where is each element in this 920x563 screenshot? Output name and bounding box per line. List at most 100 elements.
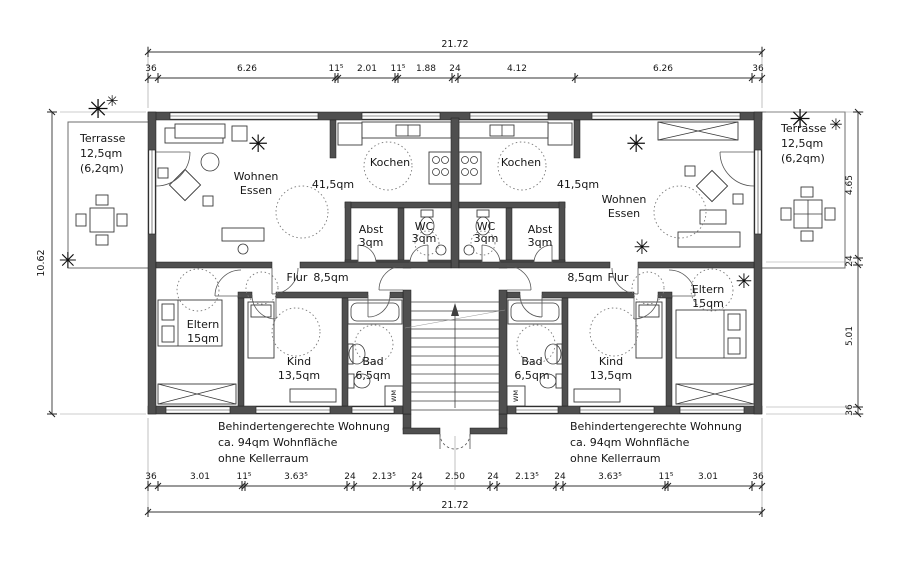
- dim-top-seg-2: 11⁵: [328, 64, 343, 74]
- room-bad-left: Bad: [362, 355, 383, 368]
- eltern-left-furniture: [157, 299, 237, 405]
- kind-left-furniture: [247, 301, 337, 403]
- room-abst-area-right: 3qm: [528, 236, 553, 249]
- room-flur-left: Flur: [287, 271, 308, 284]
- room-essen-left: Essen: [240, 184, 272, 197]
- dim-top-seg-3: 2.01: [357, 64, 377, 74]
- room-eltern-right: Eltern: [692, 283, 724, 296]
- note-left-2: ca. 94qm Wohnfläche: [218, 436, 338, 449]
- room-eltern-area-right: 15qm: [692, 297, 724, 310]
- room-kind-left: Kind: [287, 355, 311, 368]
- turning-circles: [176, 141, 734, 364]
- note-right-3: ohne Kellerraum: [570, 452, 661, 465]
- room-wc-left: WC: [415, 220, 434, 233]
- dim-bot-seg-5: 2.13⁵: [372, 472, 396, 482]
- room-kind-area-left: 13,5qm: [278, 369, 320, 382]
- dim-bot-seg-10: 24: [554, 472, 566, 482]
- room-abst-left: Abst: [359, 223, 384, 236]
- room-wohnen-left: Wohnen: [234, 170, 279, 183]
- kitchen-left: [337, 121, 452, 185]
- dimension-labels: 21.72 36 6.26 11⁵ 2.01 11⁵ 1.88 24 4.12 …: [36, 39, 855, 511]
- room-kochen-right: Kochen: [501, 156, 541, 169]
- dim-top-seg-5: 1.88: [416, 64, 436, 74]
- room-wc-area-right: 3qm: [474, 232, 499, 245]
- wc-right-fixtures: [463, 209, 491, 256]
- dim-top-seg-4: 11⁵: [390, 64, 405, 74]
- plant-icon: ✳: [789, 105, 811, 135]
- room-bad-area-right: 6,5qm: [514, 369, 549, 382]
- wc-left-fixtures: [419, 209, 447, 256]
- plant-icon: ✳: [736, 269, 753, 293]
- dim-top-seg-6: 24: [449, 64, 461, 74]
- terrace-left-area-note: (6,2qm): [80, 162, 124, 175]
- terrace-right-name: Terrasse: [780, 122, 827, 135]
- dim-bottom-total: 21.72: [441, 500, 468, 511]
- terrace-right-area: 12,5qm: [781, 137, 823, 150]
- room-labels-left: Terrasse 12,5qm (6,2qm) Wohnen Essen 41,…: [79, 132, 436, 465]
- dim-bot-seg-12: 11⁵: [658, 472, 673, 482]
- room-essen-right: Essen: [608, 207, 640, 220]
- dim-bot-seg-13: 3.01: [698, 472, 718, 482]
- dim-left-total: 10.62: [36, 249, 47, 276]
- room-wc-area-left: 3qm: [412, 232, 437, 245]
- dim-top-total: 21.72: [441, 39, 468, 50]
- note-left-3: ohne Kellerraum: [218, 452, 309, 465]
- room-eltern-left: Eltern: [187, 318, 219, 331]
- furniture-wohnen-left: [157, 123, 265, 255]
- windows: [148, 112, 762, 414]
- plant-icon: ✳: [248, 130, 268, 158]
- dim-right-seg-3: 36: [845, 404, 855, 416]
- room-eltern-area-left: 15qm: [187, 332, 219, 345]
- bad-left-fixtures: [347, 299, 404, 407]
- dim-right-seg-1: 24: [845, 255, 855, 267]
- dim-top-seg-9: 36: [752, 64, 764, 74]
- kitchen-right: [458, 121, 573, 185]
- dim-right-seg-0: 4.65: [845, 175, 855, 195]
- terrace-left-table: [75, 194, 128, 246]
- room-wohnen-right: Wohnen: [602, 193, 647, 206]
- room-wohnen-area-left: 41,5qm: [312, 178, 354, 191]
- wm-label-left: WM: [390, 390, 398, 402]
- room-abst-right: Abst: [528, 223, 553, 236]
- dim-top-seg-7: 4.12: [507, 64, 527, 74]
- bad-right-fixtures: [506, 299, 563, 407]
- terrace-right-table: [780, 186, 836, 242]
- interior-walls-right-unit: [458, 119, 755, 407]
- dim-right-seg-2: 5.01: [845, 326, 855, 346]
- dim-bot-seg-3: 3.63⁵: [284, 472, 308, 482]
- dim-bot-seg-14: 36: [752, 472, 764, 482]
- plant-icon: ✳: [626, 130, 646, 158]
- door-swings: [155, 151, 755, 320]
- dim-bot-seg-4: 24: [344, 472, 356, 482]
- room-kind-area-right: 13,5qm: [590, 369, 632, 382]
- plant-icon: ✳: [59, 249, 77, 274]
- note-right-1: Behindertengerechte Wohnung: [570, 420, 742, 433]
- room-labels-right: Terrasse 12,5qm (6,2qm) 41,5qm Wohnen Es…: [474, 122, 827, 465]
- dim-bot-seg-9: 2.13⁵: [515, 472, 539, 482]
- room-wc-right: WC: [477, 220, 496, 233]
- room-bad-area-left: 6,5qm: [355, 369, 390, 382]
- eltern-right-furniture: [675, 309, 755, 405]
- dim-bot-seg-2: 11⁵: [236, 472, 251, 482]
- staircase: [404, 301, 506, 450]
- room-wohnen-area-right: 41,5qm: [557, 178, 599, 191]
- dim-top-seg-0: 36: [145, 64, 157, 74]
- room-flur-area-left: 8,5qm: [313, 271, 348, 284]
- room-bad-right: Bad: [521, 355, 542, 368]
- note-left-1: Behindertengerechte Wohnung: [218, 420, 390, 433]
- room-kind-right: Kind: [599, 355, 623, 368]
- dim-bot-seg-8: 24: [487, 472, 499, 482]
- room-flur-right: Flur: [608, 271, 629, 284]
- dim-bot-seg-1: 3.01: [190, 472, 210, 482]
- furniture-wohnen-right: [657, 121, 744, 248]
- terrace-right-area-note: (6,2qm): [781, 152, 825, 165]
- plant-icon: ✳: [106, 92, 119, 110]
- dim-bot-seg-11: 3.63⁵: [598, 472, 622, 482]
- plant-icon: ✳: [634, 235, 651, 259]
- terrace-left-name: Terrasse: [79, 132, 126, 145]
- dimension-lines: [47, 46, 864, 517]
- room-kochen-left: Kochen: [370, 156, 410, 169]
- dim-bot-seg-6: 24: [411, 472, 423, 482]
